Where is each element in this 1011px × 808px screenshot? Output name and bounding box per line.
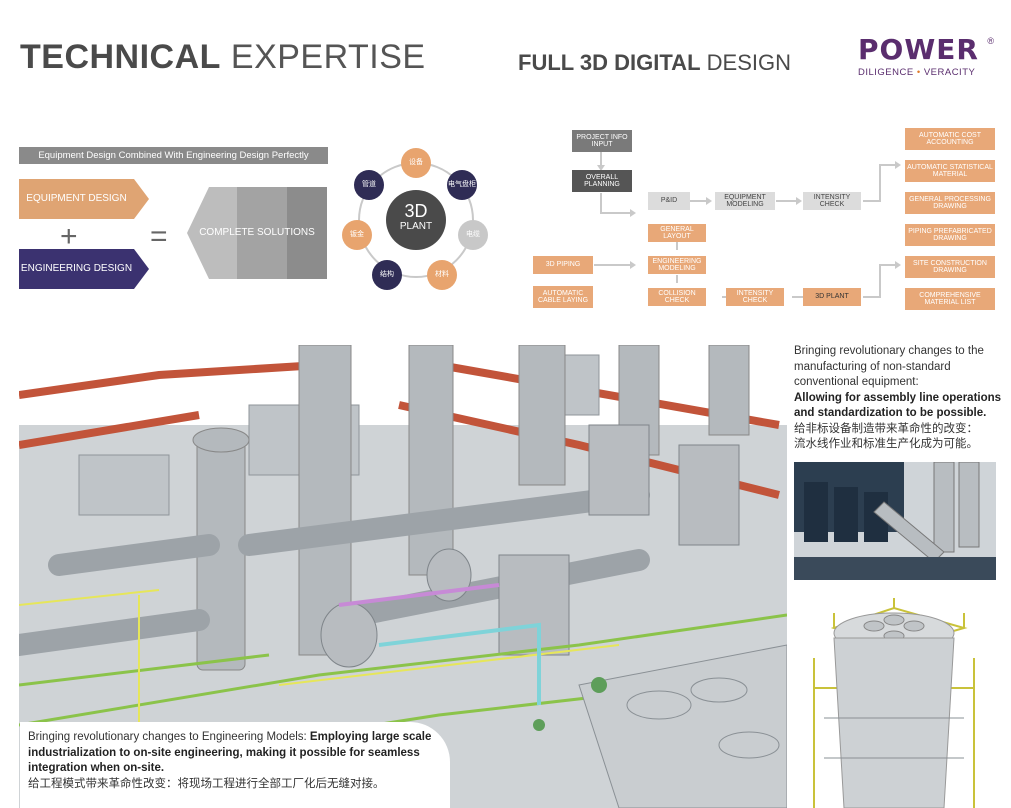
logo-registered: ®: [987, 36, 994, 46]
flow-collision-check: COLLISION CHECK: [648, 288, 706, 306]
flow-project-info-input: PROJECT INFO INPUT: [572, 130, 632, 152]
flow-general-processing-drawing: GENERAL PROCESSING DRAWING: [905, 192, 995, 214]
equipment-render-1: [794, 462, 996, 580]
engineering-caption-bold: Employing large scale industrialization …: [28, 731, 432, 774]
engineering-caption-cn: 给工程模式带来革命性改变：将现场工程进行全部工厂化后无缝对接。: [28, 777, 385, 790]
page-subtitle: FULL 3D DIGITAL DESIGN: [518, 50, 791, 76]
plant-center-label: PLANT: [399, 221, 433, 232]
engineering-design-tag: ENGINEERING DESIGN: [19, 249, 149, 289]
flow-automatic-cost-accounting: AUTOMATIC COST ACCOUNTING: [905, 128, 995, 150]
wheel-node-piping: 管道: [354, 170, 384, 200]
flow-automatic-cable-laying: AUTOMATIC CABLE LAYING: [533, 286, 593, 308]
wheel-node-material: 材料: [427, 260, 457, 290]
flow-comprehensive-material-list: COMPREHENSIVE MATERIAL LIST: [905, 288, 995, 310]
equipment-design-tag: EQUIPMENT DESIGN: [19, 179, 149, 219]
flow-overall-planning: OVERALL PLANNING: [572, 170, 632, 192]
equipment-design-label: EQUIPMENT DESIGN: [26, 193, 127, 204]
wheel-node-cable: 电缆: [458, 220, 488, 250]
equipment-render-2: [794, 598, 996, 808]
process-flowchart: PROJECT INFO INPUT OVERALL PLANNING P&ID…: [530, 125, 1000, 315]
logo-word: POWER: [858, 33, 979, 66]
plant-center-3d: 3D: [404, 201, 428, 221]
page-subtitle-light: DESIGN: [706, 50, 791, 75]
flow-3d-piping: 3D PIPING: [533, 256, 593, 274]
logo-tagline: DILIGENCE • VERACITY: [858, 67, 998, 78]
flow-piping-prefabricated-drawing: PIPING PREFABRICATED DRAWING: [905, 224, 995, 246]
equals-sign: =: [150, 220, 168, 253]
flow-general-layout: GENERAL LAYOUT: [648, 224, 706, 242]
plus-sign: +: [60, 220, 78, 253]
complete-solutions-label: COMPLETE SOLUTIONS: [199, 227, 315, 238]
manufacturing-caption-cn-1: 给非标设备制造带来革命性的改变：: [794, 422, 978, 435]
wheel-node-structure: 结构: [372, 260, 402, 290]
wheel-node-equipment: 设备: [401, 148, 431, 178]
power-logo: POWER ® DILIGENCE • VERACITY: [858, 36, 998, 84]
plant-center: 3D PLANT: [386, 190, 446, 250]
flow-intensity-check-top: INTENSITY CHECK: [803, 192, 861, 210]
flow-3d-plant: 3D PLANT: [803, 288, 861, 306]
flow-arrows: [594, 152, 901, 301]
logo-tag-left: DILIGENCE: [858, 67, 914, 78]
page-subtitle-bold: FULL 3D DIGITAL: [518, 50, 701, 75]
manufacturing-caption-bold: Allowing for assembly line operations an…: [794, 391, 1002, 420]
flow-equipment-modeling: EQUIPMENT MODELING: [715, 192, 775, 210]
manufacturing-caption-intro: Bringing revolutionary changes to the ma…: [794, 345, 984, 388]
flow-site-construction-drawing: SITE CONSTRUCTION DRAWING: [905, 256, 995, 278]
logo-tag-right: VERACITY: [923, 67, 976, 78]
flow-automatic-statistical-material: AUTOMATIC STATISTICAL MATERIAL: [905, 160, 995, 182]
page-title: TECHNICAL EXPERTISE: [20, 38, 426, 77]
plant-wheel: 3D PLANT 设备 电气盘柜 电缆 材料 结构 钣金 管道: [340, 148, 490, 293]
page-title-light: EXPERTISE: [230, 38, 426, 76]
flow-pid: P&ID: [648, 192, 690, 210]
design-banner: Equipment Design Combined With Engineeri…: [19, 147, 328, 164]
engineering-model-caption: Bringing revolutionary changes to Engine…: [20, 722, 450, 808]
equipment-manufacturing-caption: Bringing revolutionary changes to the ma…: [794, 344, 1010, 453]
logo-tag-separator: •: [916, 67, 921, 78]
engineering-caption-intro: Bringing revolutionary changes to Engine…: [28, 731, 310, 743]
flow-engineering-modeling: ENGINEERING MODELING: [648, 256, 706, 274]
complete-solutions-block: COMPLETE SOLUTIONS: [187, 187, 327, 279]
wheel-node-sheet-metal: 钣金: [342, 220, 372, 250]
flow-intensity-check-bottom: INTENSITY CHECK: [726, 288, 784, 306]
manufacturing-caption-cn-2: 流水线作业和标准生产化成为可能。: [794, 438, 978, 450]
engineering-design-label: ENGINEERING DESIGN: [20, 263, 133, 274]
wheel-node-electrical-cabinet: 电气盘柜: [447, 170, 477, 200]
page-title-bold: TECHNICAL: [20, 38, 221, 76]
